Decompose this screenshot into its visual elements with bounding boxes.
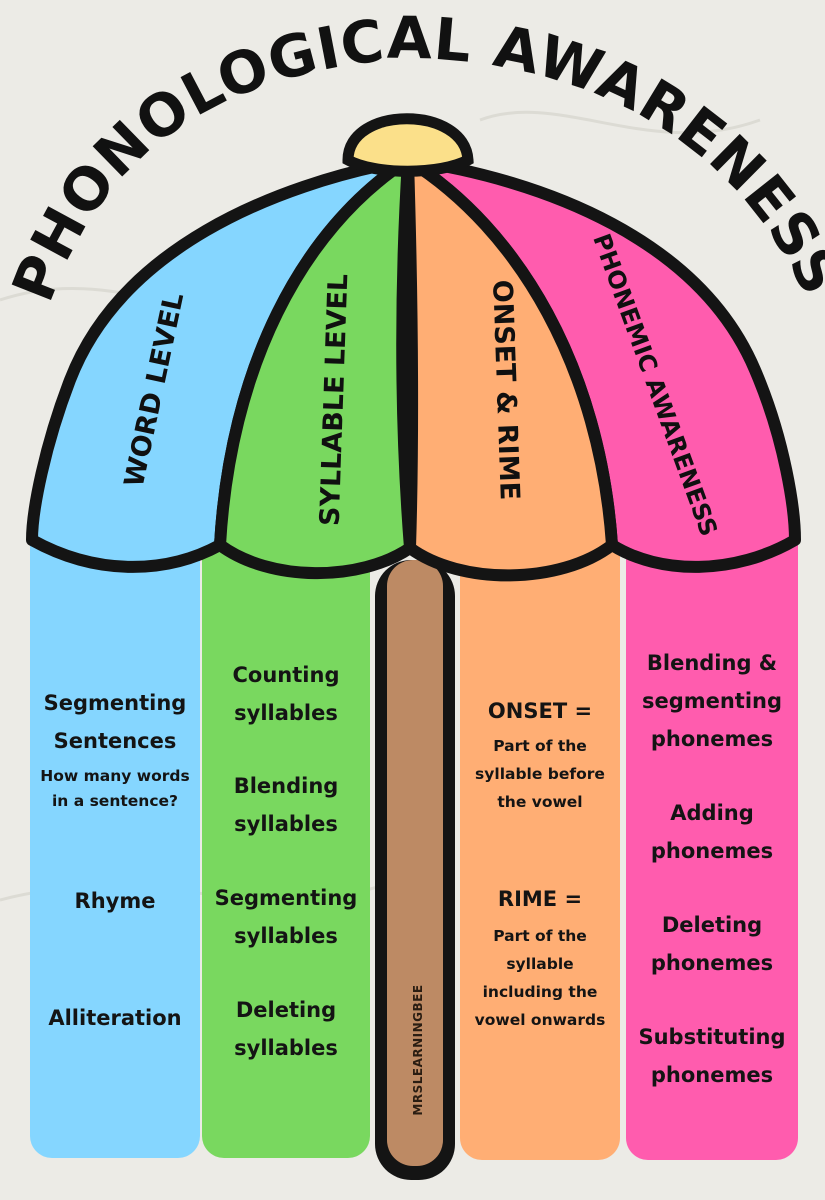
syllable-item: syllables	[234, 1036, 338, 1060]
onset-rime-column	[460, 520, 620, 1160]
phonemic-awareness-items: Blending & segmenting phonemes Adding ph…	[626, 0, 798, 1200]
onset-item: vowel onwards	[474, 1011, 606, 1029]
word-item: Alliteration	[48, 1006, 182, 1030]
umbrella-canopy	[26, 154, 801, 582]
phonemic-item: Deleting	[661, 913, 763, 937]
word-level-column	[30, 520, 200, 1158]
syllable-item: Blending	[233, 774, 339, 798]
phonemic-item: Blending &	[646, 651, 778, 675]
onset-rime-items: ONSET = Part of the syllable before the …	[460, 0, 620, 1200]
onset-item: Part of the	[493, 927, 587, 945]
syllable-item: Segmenting	[214, 886, 358, 910]
onset-item: syllable before	[475, 765, 605, 783]
word-item: Sentences	[53, 729, 177, 753]
onset-item: RIME =	[497, 887, 583, 911]
phonemic-item: Substituting	[638, 1025, 786, 1049]
word-item: Rhyme	[74, 889, 156, 913]
phonemic-awareness-column	[626, 520, 798, 1160]
syllable-item: syllables	[234, 924, 338, 948]
phonemic-item: Adding	[670, 801, 754, 825]
umbrella-cap	[342, 113, 474, 177]
syllable-level-column	[202, 520, 370, 1158]
phonemic-item: phonemes	[650, 1063, 774, 1087]
word-item: Segmenting	[43, 691, 187, 715]
word-level-items: Segmenting Sentences How many words in a…	[30, 0, 200, 1200]
word-item: in a sentence?	[51, 792, 179, 810]
phonemic-item: phonemes	[650, 951, 774, 975]
syllable-item: Deleting	[235, 998, 337, 1022]
syllable-item: Counting	[232, 663, 340, 687]
onset-item: ONSET =	[487, 699, 593, 723]
syllable-item: syllables	[234, 701, 338, 725]
onset-item: Part of the	[493, 737, 587, 755]
onset-item: including the	[482, 983, 598, 1001]
phonemic-item: phonemes	[650, 727, 774, 751]
phonemic-item: phonemes	[650, 839, 774, 863]
onset-item: the vowel	[497, 793, 583, 811]
brand-watermark: MRSLEARNINGBEE	[411, 984, 425, 1116]
onset-item: syllable	[506, 955, 574, 973]
phonemic-item: segmenting	[641, 689, 783, 713]
syllable-item: syllables	[234, 812, 338, 836]
syllable-level-items: Counting syllables Blending syllables Se…	[202, 0, 370, 1200]
word-item: How many words	[40, 767, 190, 785]
